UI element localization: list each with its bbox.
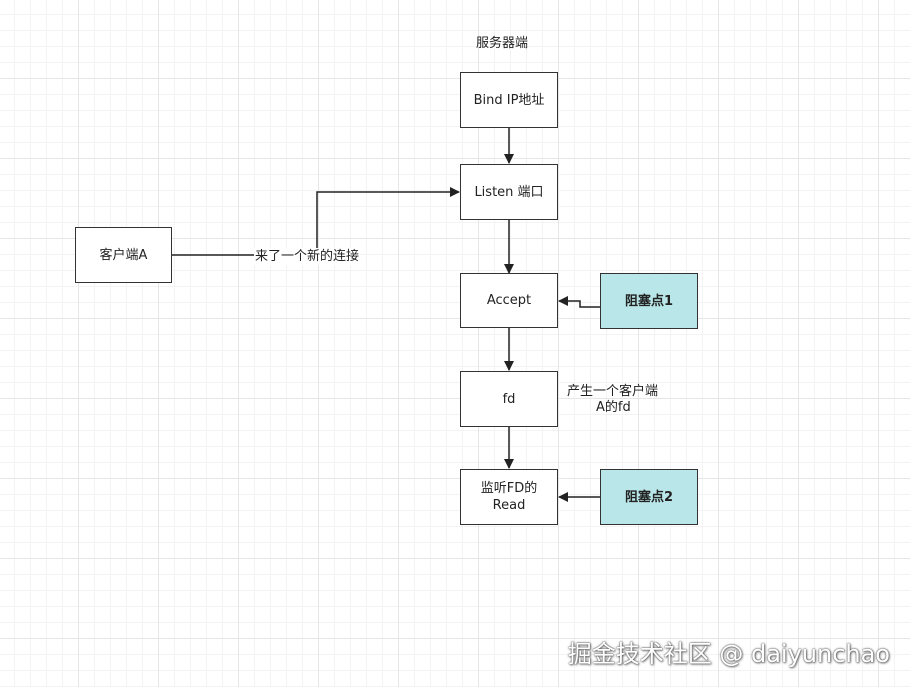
fd-note-line2: A的fd — [596, 400, 631, 415]
block-point-1-node[interactable]: 阻塞点1 — [600, 273, 698, 329]
new-connection-label: 来了一个新的连接 — [254, 248, 361, 265]
listen-node[interactable]: Listen 端口 — [460, 164, 558, 220]
read-node[interactable]: 监听FD的 Read — [460, 469, 558, 525]
fd-node[interactable]: fd — [460, 371, 558, 427]
bind-node[interactable]: Bind IP地址 — [460, 72, 558, 128]
block-point-1-label: 阻塞点1 — [624, 293, 674, 309]
accept-node-label: Accept — [486, 293, 532, 308]
arrow-client-to-listen — [171, 187, 460, 256]
block-point-2-node[interactable]: 阻塞点2 — [600, 469, 698, 525]
bind-node-label: Bind IP地址 — [473, 92, 545, 108]
fd-note-line1: 产生一个客户端 — [567, 384, 659, 399]
listen-node-label: Listen 端口 — [474, 184, 544, 200]
read-node-label-line1: 监听FD的 — [480, 481, 538, 496]
arrow-block1-to-accept — [558, 296, 601, 308]
client-node-label: 客户端A — [99, 247, 148, 263]
watermark-text: 掘金技术社区 @ daiyunchao — [567, 640, 890, 668]
read-node-label-line2: Read — [492, 498, 526, 513]
fd-node-label: fd — [502, 391, 516, 407]
block-point-2-label: 阻塞点2 — [624, 489, 674, 505]
server-title: 服务器端 — [476, 36, 529, 51]
client-node[interactable]: 客户端A — [75, 227, 172, 283]
accept-node[interactable]: Accept — [460, 273, 558, 328]
